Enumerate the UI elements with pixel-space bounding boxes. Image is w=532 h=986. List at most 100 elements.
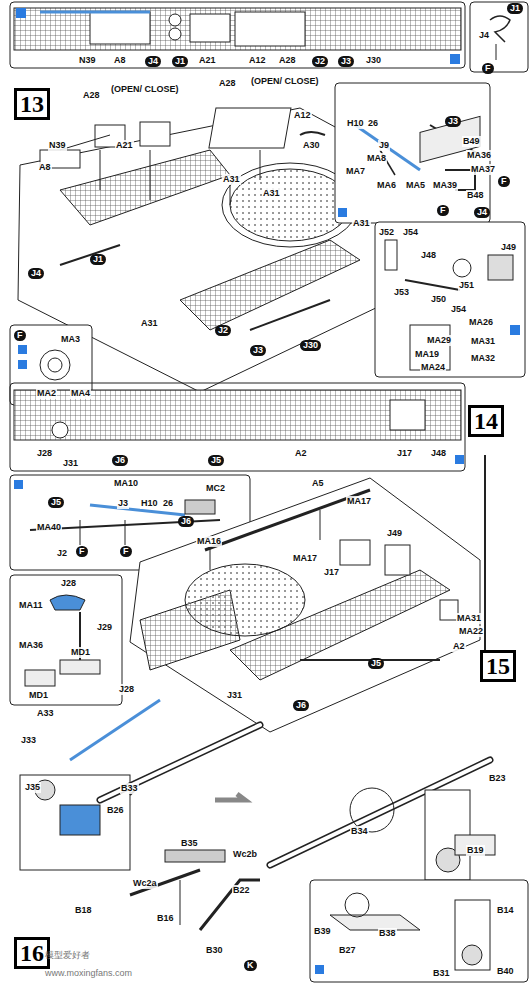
part-number: J4: [478, 30, 490, 41]
part-number: J53: [393, 287, 410, 298]
part-number: F: [76, 546, 88, 557]
part-number: MA4: [70, 388, 91, 399]
part-number: MA26: [468, 317, 494, 328]
part-number: MA19: [414, 349, 440, 360]
part-number: MA29: [426, 335, 452, 346]
part-number: A31: [262, 188, 281, 199]
part-number: J17: [396, 448, 413, 459]
part-number: J48: [420, 250, 437, 261]
part-number: F: [482, 63, 494, 74]
part-number: J17: [323, 567, 340, 578]
part-number: B31: [432, 968, 451, 979]
part-number: A31: [352, 218, 371, 229]
part-number: MA3: [60, 334, 81, 345]
part-number: A21: [115, 140, 134, 151]
part-number: A8: [38, 162, 52, 173]
part-number: A28: [218, 78, 237, 89]
part-number: J33: [20, 735, 37, 746]
part-number: MA2: [36, 388, 57, 399]
part-number: MA17: [292, 553, 318, 564]
part-number: J31: [62, 458, 79, 469]
part-number: MA10: [113, 478, 139, 489]
part-number: F: [14, 330, 26, 341]
part-number: J1: [172, 56, 188, 67]
step-number: 14: [474, 408, 498, 434]
part-number: J50: [430, 294, 447, 305]
part-number: J4: [145, 56, 161, 67]
part-number: A28: [82, 90, 101, 101]
part-number: J9: [378, 140, 390, 151]
part-number: A12: [248, 55, 267, 66]
part-number: A31: [222, 174, 241, 185]
part-number: J2: [312, 56, 328, 67]
part-number: J3: [338, 56, 354, 67]
part-number: B38: [378, 928, 397, 939]
part-number: A33: [36, 708, 55, 719]
part-number: MA16: [196, 536, 222, 547]
part-number: J2: [215, 325, 231, 336]
part-number: J28: [36, 448, 53, 459]
part-number: J3: [250, 345, 266, 356]
paint-code: 26: [367, 118, 379, 129]
part-number: B23: [488, 773, 507, 784]
part-number: B19: [466, 845, 485, 856]
part-number: J5: [208, 455, 224, 466]
part-number: MA8: [366, 153, 387, 164]
part-number: MA7: [345, 166, 366, 177]
part-number: K: [244, 960, 257, 971]
part-number: MA32: [470, 353, 496, 364]
part-number: B16: [156, 913, 175, 924]
part-number: A2: [294, 448, 308, 459]
part-number: MA37: [470, 164, 496, 175]
part-number: A5: [311, 478, 325, 489]
part-number: A12: [293, 110, 312, 121]
part-number: N39: [78, 55, 97, 66]
step-number-box: 14: [468, 405, 504, 437]
step-number-box: 15: [480, 650, 516, 682]
part-number: MA17: [346, 496, 372, 507]
part-number: F: [498, 176, 510, 187]
part-number: MD1: [28, 690, 49, 701]
part-number: F: [437, 205, 449, 216]
part-number: A31: [140, 318, 159, 329]
part-number: (OPEN/ CLOSE): [250, 76, 320, 87]
part-number: J1: [90, 254, 106, 265]
part-number: J3: [117, 498, 129, 509]
part-number: MA6: [376, 180, 397, 191]
part-number: (OPEN/ CLOSE): [110, 84, 180, 95]
part-number: F: [120, 546, 132, 557]
part-number: A30: [302, 140, 321, 151]
part-number: MA39: [432, 180, 458, 191]
part-number: B39: [313, 926, 332, 937]
part-number: J54: [450, 304, 467, 315]
part-number: MA5: [405, 180, 426, 191]
step-number-box: 13: [14, 88, 50, 120]
part-number: B26: [106, 805, 125, 816]
part-number: J3: [445, 116, 461, 127]
step-number: 16: [20, 940, 44, 966]
part-number: J48: [430, 448, 447, 459]
part-number: J52: [378, 227, 395, 238]
part-number: MD1: [70, 647, 91, 658]
part-number: B14: [496, 905, 515, 916]
part-number: MA36: [18, 640, 44, 651]
part-number: J49: [386, 528, 403, 539]
paint-code: 26: [162, 498, 174, 509]
step-number-box: 16: [14, 937, 50, 969]
step-number: 13: [20, 91, 44, 117]
part-number: B49: [462, 136, 481, 147]
part-number: MA40: [36, 522, 62, 533]
part-number: B35: [180, 838, 199, 849]
part-number: A28: [278, 55, 297, 66]
part-number: J54: [402, 227, 419, 238]
part-number: B34: [350, 826, 369, 837]
part-number: Wc2b: [232, 849, 258, 860]
part-number: B48: [466, 190, 485, 201]
part-number: J5: [368, 658, 384, 669]
step-number: 15: [486, 653, 510, 679]
part-number: J28: [60, 578, 77, 589]
part-number: J6: [293, 700, 309, 711]
part-number: MC2: [205, 483, 226, 494]
part-number: J30: [365, 55, 382, 66]
